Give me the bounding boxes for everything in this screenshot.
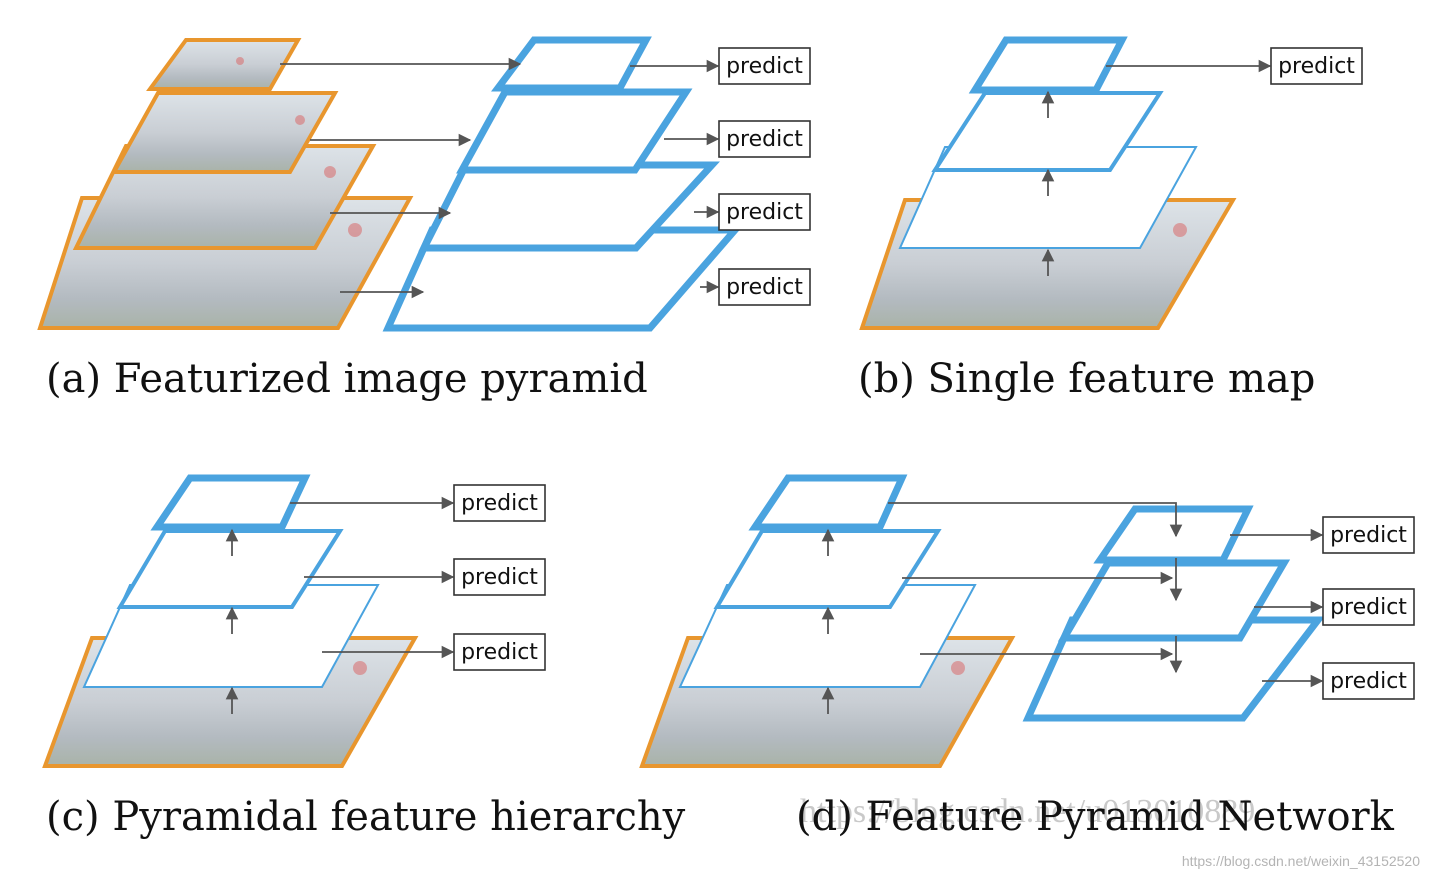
panel-c: predict predict predict (c) Pyramidal fe… (42, 474, 686, 840)
bottomup-map-mid (713, 529, 942, 609)
feature-map-2 (456, 88, 693, 174)
predict-label: predict (1330, 595, 1407, 620)
image-level-1 (146, 38, 302, 91)
feature-map-1 (491, 36, 652, 92)
image-level-2 (110, 91, 339, 174)
predict-box: predict (1322, 516, 1415, 554)
predict-box: predict (1322, 662, 1415, 700)
predict-label: predict (461, 491, 538, 516)
feature-map-mid (931, 91, 1164, 172)
panel-a: predict predict predict predict (a) Feat… (37, 36, 811, 402)
predict-arrows (290, 496, 455, 659)
predict-label: predict (726, 54, 803, 79)
image-to-feature-arrows (280, 57, 522, 299)
predict-box: predict (453, 633, 546, 671)
panel-c-caption: (c) Pyramidal feature hierarchy (46, 794, 686, 840)
predict-label: predict (1278, 54, 1355, 79)
predict-label: predict (726, 127, 803, 152)
boat-hint (353, 661, 367, 675)
predict-label: predict (461, 565, 538, 590)
predict-box: predict (1270, 47, 1363, 85)
feature-map-top (968, 36, 1128, 94)
panel-d: predict predict predict https://blog.csd… (639, 474, 1415, 840)
bottomup-map-top (748, 474, 908, 531)
predict-box: predict (453, 484, 546, 522)
panel-d-caption: (d) Feature Pyramid Network (796, 794, 1395, 840)
predict-arrows (1230, 528, 1324, 688)
boat-hint (1173, 223, 1187, 237)
predict-label: predict (1330, 669, 1407, 694)
predict-label: predict (726, 275, 803, 300)
panel-a-caption: (a) Featurized image pyramid (46, 356, 648, 402)
boat-hint (236, 57, 362, 237)
predict-box: predict (453, 558, 546, 596)
boat-hint (951, 661, 965, 675)
feature-map-mid (116, 529, 344, 609)
lateral-connections (888, 502, 1183, 661)
predict-label: predict (461, 640, 538, 665)
panel-b-caption: (b) Single feature map (858, 356, 1315, 402)
predict-box: predict (1322, 588, 1415, 626)
feature-pyramid (382, 36, 743, 332)
predict-arrows (630, 59, 720, 294)
feature-map-top (150, 474, 311, 531)
predict-label: predict (1330, 523, 1407, 548)
predict-label: predict (726, 200, 803, 225)
predict-box: predict (718, 47, 811, 85)
topdown-map-top (1093, 505, 1254, 564)
predict-box: predict (718, 193, 811, 231)
image-pyramid (37, 38, 414, 330)
watermark-url: https://blog.csdn.net/weixin_43152520 (1182, 853, 1420, 869)
panel-b: predict (b) Single feature map (858, 36, 1363, 402)
predict-box: predict (718, 268, 811, 306)
watermark-text: https://blog.csdn.net/u013010889 (800, 793, 1255, 830)
predict-box: predict (718, 120, 811, 158)
